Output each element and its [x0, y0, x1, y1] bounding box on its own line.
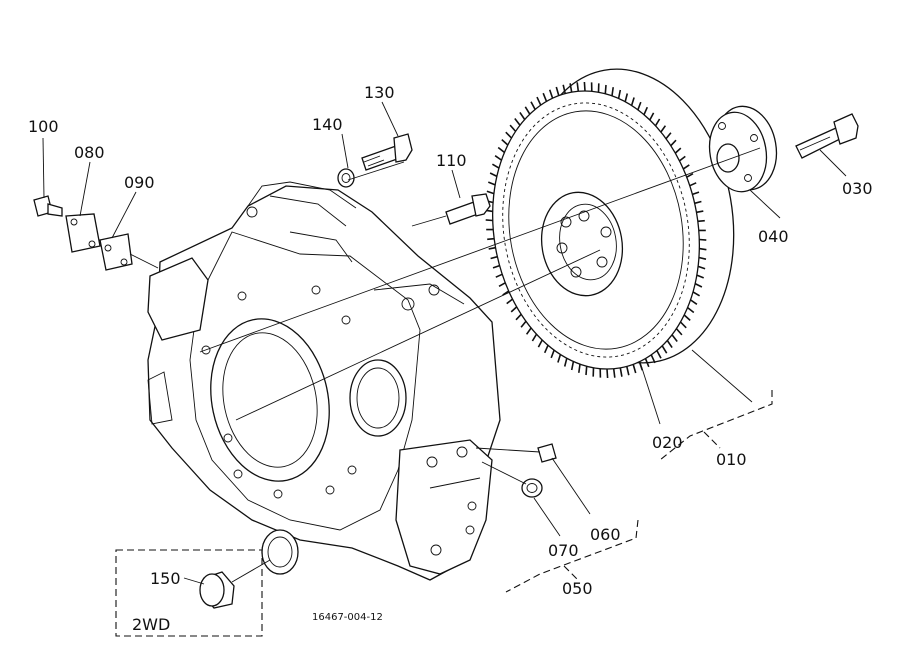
label-090: 090 [124, 173, 155, 192]
label-030: 030 [842, 179, 873, 198]
cover-gasket [99, 233, 133, 271]
label-140: 140 [312, 115, 343, 134]
housing-bolt-130 [361, 133, 413, 171]
group-bracket-010 [659, 390, 773, 461]
label-070: 070 [548, 541, 579, 560]
label-150: 150 [150, 569, 181, 588]
dowel-pin [537, 443, 557, 463]
label-100: 100 [28, 117, 59, 136]
label-040: 040 [758, 227, 789, 246]
leader-lines [42, 101, 847, 585]
label-080: 080 [74, 143, 105, 162]
cover-bolt [33, 195, 63, 217]
housing-bolt-110 [445, 193, 491, 225]
flywheel-housing [147, 181, 501, 581]
variant-label-2wd: 2WD [132, 615, 170, 634]
flywheel [485, 68, 735, 379]
label-010: 010 [716, 450, 747, 469]
flywheel-flange [708, 105, 778, 193]
label-110: 110 [436, 151, 467, 170]
label-020: 020 [652, 433, 683, 452]
plug-150 [199, 571, 235, 609]
washer-140 [337, 168, 355, 188]
label-050: 050 [562, 579, 593, 598]
drawing-code: 16467-004-12 [312, 612, 383, 623]
group-bracket-050 [505, 519, 639, 593]
label-060: 060 [590, 525, 621, 544]
2wd-variant-box [115, 549, 263, 637]
assembly-axes [129, 147, 761, 583]
flywheel-bolt [795, 113, 859, 159]
label-130: 130 [364, 83, 395, 102]
plug-070 [521, 478, 543, 498]
cover-plate [65, 213, 101, 253]
